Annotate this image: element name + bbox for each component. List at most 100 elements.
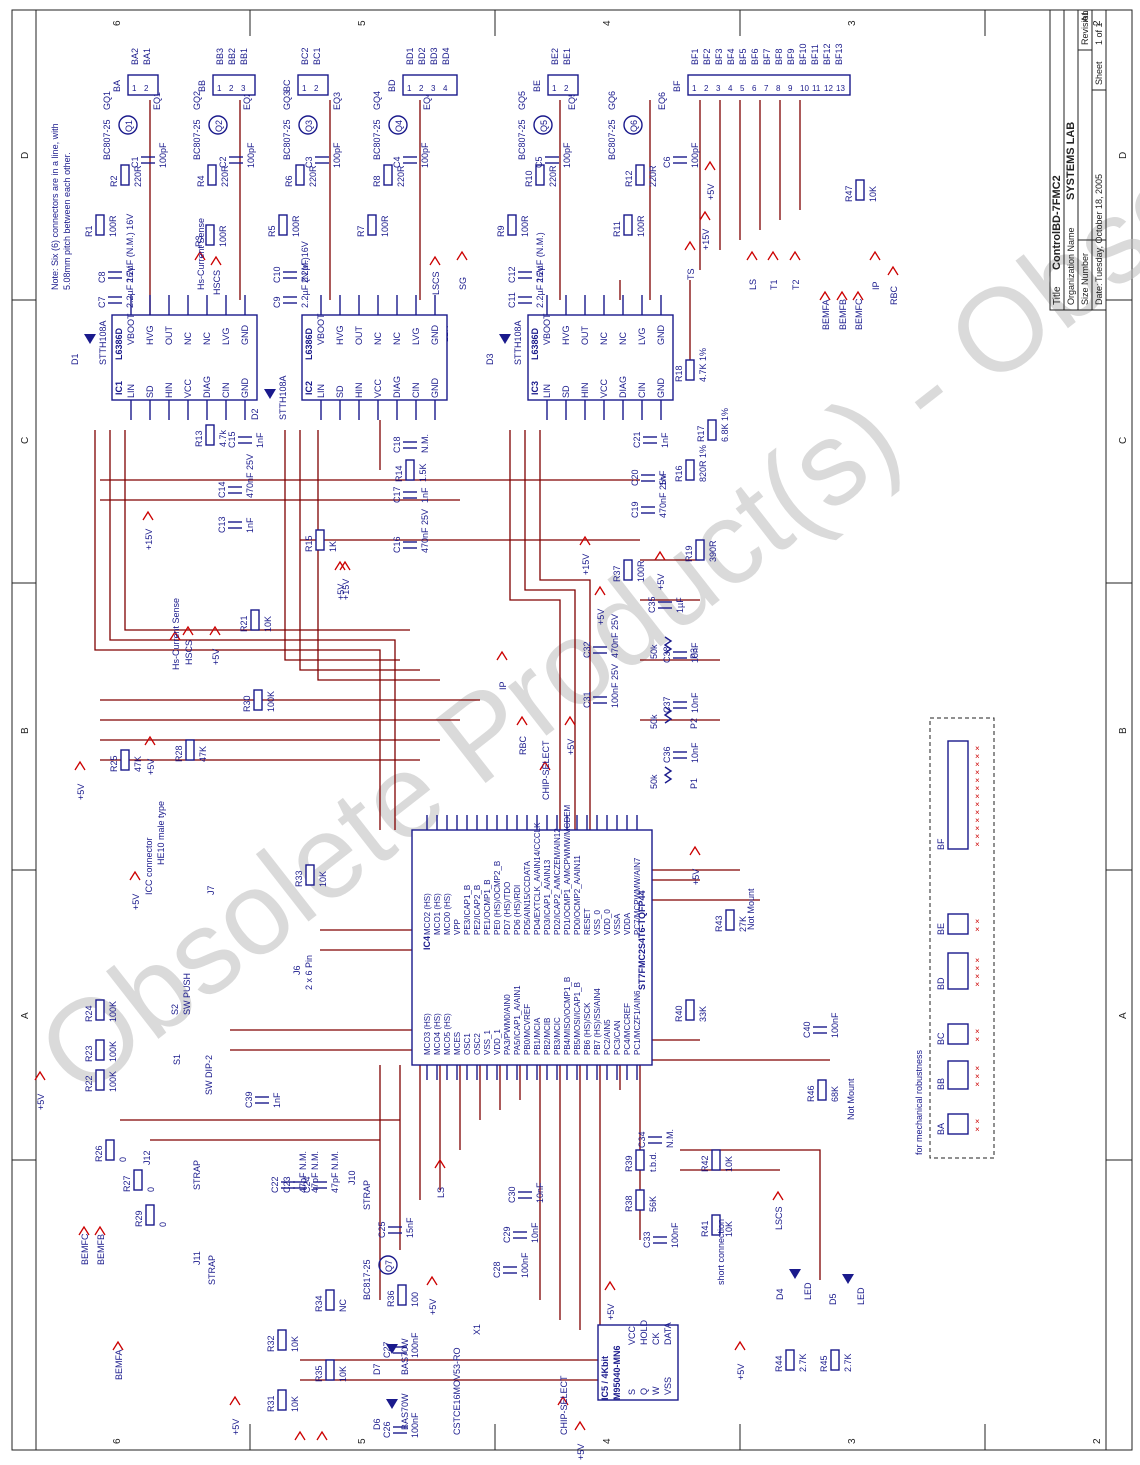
ic3-pin-right: NC — [618, 332, 628, 345]
connector-bf: BFBF11BF22BF33BF44BF55BF66BF77BF88BF99BF… — [672, 43, 851, 96]
resistor-ref: R24 — [84, 1005, 94, 1022]
ic2-ref: IC2 — [304, 381, 314, 395]
capacitor-value: 100pF — [246, 142, 256, 168]
capacitor-ref: C25 — [377, 1221, 387, 1238]
resistor-ref: R31 — [266, 1395, 276, 1412]
capacitor-value: 2.2µF (N.M.) — [300, 257, 310, 308]
mcu-pin-right: PD5/AIN15/CCDATA — [523, 860, 532, 935]
transistor-symbol — [298, 115, 318, 135]
j6-ref: J6 — [292, 965, 302, 975]
s1-type: SW DIP-2 — [204, 1055, 214, 1095]
resistor-symbol — [325, 1359, 335, 1381]
note-line2: 5.08mm pitch between each other. — [62, 152, 72, 290]
pin-number: 2 — [419, 84, 424, 93]
robust-label: for mechanical robustness — [914, 1049, 924, 1155]
net-vp5-arrow — [34, 1070, 46, 1081]
mcu-pin-right: PD7 (HS)/TDO — [503, 882, 512, 935]
capacitor-value: 100nF 25V — [610, 664, 620, 708]
resistor-value: 390R — [708, 540, 718, 562]
capacitor-value: 10nF — [690, 742, 700, 763]
org-value: SYSTEMS LAB — [1065, 122, 1077, 200]
diode-part: STTH108A — [513, 320, 523, 365]
resistor-symbol — [95, 214, 105, 236]
mcu-pin-right: PC7/MCPWMW/AIN7 — [633, 857, 642, 935]
robust-conn-body — [947, 913, 969, 935]
connector-bd-pin: BD1 — [405, 47, 415, 65]
resistor-symbol — [277, 1329, 287, 1351]
frame-col-bottom: C — [1118, 437, 1129, 444]
frame-row-top: 5 — [357, 20, 368, 26]
diode-ref: D5 — [828, 1293, 838, 1305]
resistor-value: 0 — [146, 1187, 156, 1192]
no-connect-mark: × — [975, 1072, 980, 1081]
net-vp15-arrow — [142, 510, 154, 521]
capacitor-ref: C9 — [272, 296, 282, 308]
resistor-value: 56K — [648, 1196, 658, 1212]
resistor-symbol — [635, 1189, 645, 1211]
ic2-part: L6386D — [304, 327, 314, 360]
resistor-value: 220R — [548, 165, 558, 187]
resistor-symbol — [295, 164, 305, 186]
resistor-symbol — [95, 999, 105, 1021]
capacitor-ref: C29 — [502, 1226, 512, 1243]
capacitor-ref: C39 — [244, 1091, 254, 1108]
ic3-pin-left: DIAG — [618, 376, 628, 398]
capacitor-value: 100pF — [158, 142, 168, 168]
diode-symbol — [789, 1269, 801, 1279]
no-connect-mark: × — [975, 1117, 980, 1126]
mcu-pin-right: VDD_0 — [603, 909, 612, 935]
j12-strap: STRAP — [192, 1160, 202, 1190]
resistor-ref: R1 — [84, 225, 94, 237]
mcu-pin-left: OSC1 — [463, 1033, 472, 1055]
pin-number: 3 — [716, 84, 721, 93]
resistor-value: 100R — [520, 215, 530, 237]
net-bemfb-label: BEMFB — [96, 1234, 106, 1265]
mcu-pin-right: MCO1 (HS) — [433, 893, 442, 935]
connector-bd-pin: BD2 — [417, 47, 427, 65]
resistor-symbol — [635, 1149, 645, 1171]
net-bemfb-arrow — [94, 1225, 106, 1236]
resistor-ref: R16 — [674, 465, 684, 482]
net-vp5: +5V — [594, 585, 606, 625]
net-hscs-label: HSCS — [184, 640, 194, 665]
resistor-symbol — [95, 1069, 105, 1091]
net-vp5: +5V — [426, 1275, 438, 1315]
net-vp5-arrow — [734, 1340, 746, 1351]
resistor-value: 100R — [218, 225, 228, 247]
capacitor-value: 2.2µF (N.M.) 16V — [125, 214, 135, 283]
mcu-pin-right: PD4/EXTCLK_A/AIN14/CCCLK — [533, 822, 542, 935]
mcu-pin-right: PD0/OCMP2_A/AIN11 — [573, 855, 582, 935]
capacitor-ref: C6 — [662, 156, 672, 168]
not-mount-2: Not Mount — [846, 1078, 856, 1120]
resistor-ref: R2 — [109, 175, 119, 187]
net-rbc-arrow — [887, 265, 899, 276]
capacitor-ref: C20 — [630, 469, 640, 486]
transistor-gq: GQ1 — [102, 91, 112, 110]
resistor-value: 220R — [648, 165, 658, 187]
capacitor-value: 1nF — [272, 1092, 282, 1108]
ic1-pin-left: HIN — [164, 383, 174, 399]
net-vp5-label: +5V — [691, 869, 701, 885]
connector-bc-name: BC — [282, 79, 292, 92]
robust-conn-bb: BB××× — [936, 1060, 980, 1090]
capacitor-value: 100pF — [420, 142, 430, 168]
resistor-symbol — [635, 164, 645, 186]
mcu-pin-left: PB2/MCIB — [543, 1018, 552, 1055]
resistor-value: 100K — [108, 1001, 118, 1022]
